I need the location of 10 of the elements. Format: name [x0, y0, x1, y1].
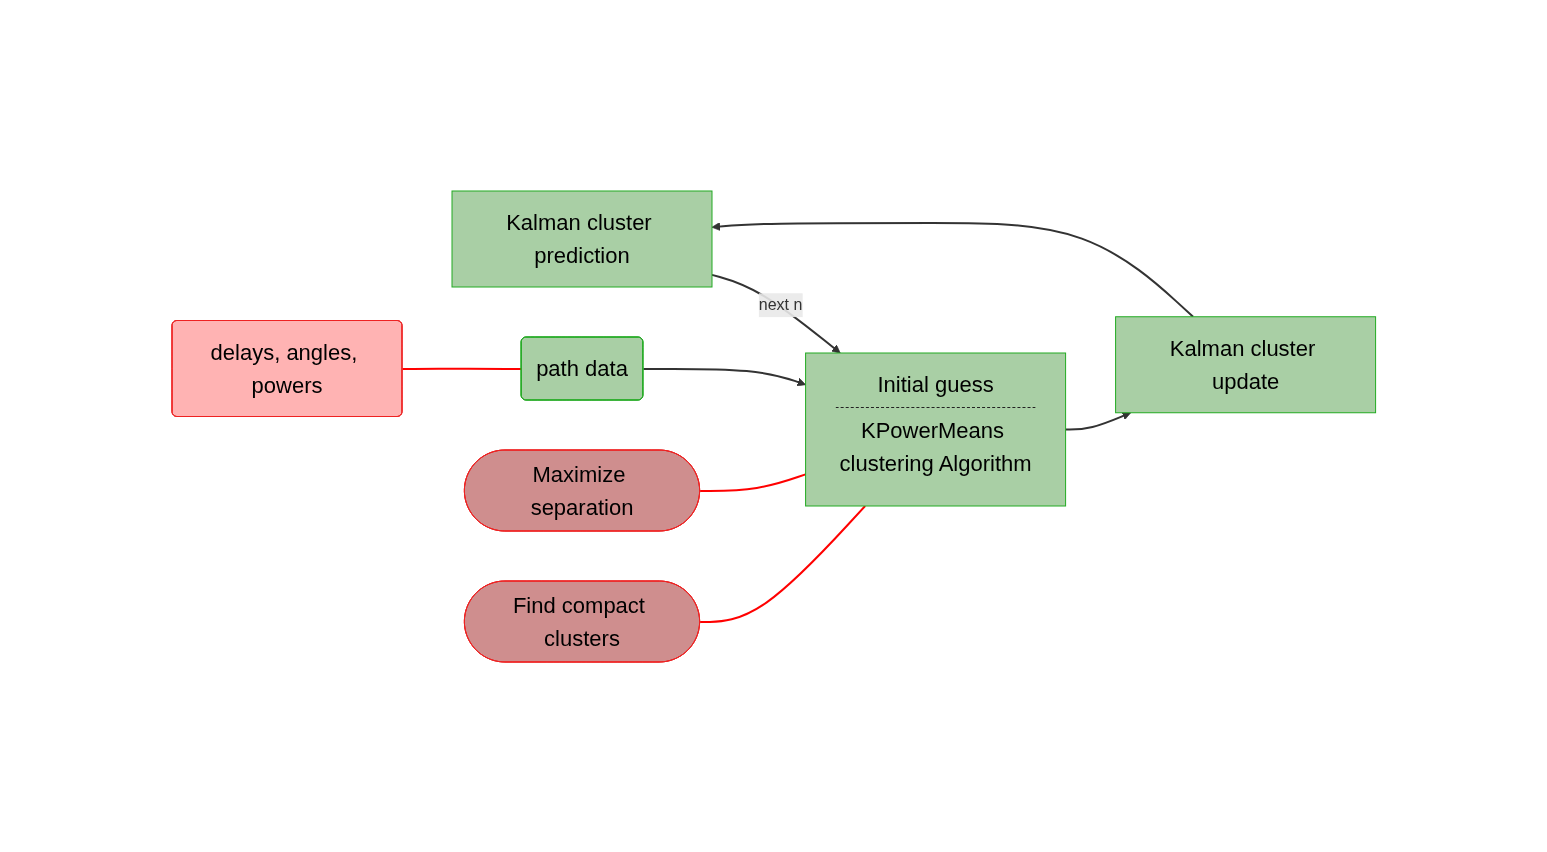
node-box: Kalman cluster update [1114, 315, 1376, 413]
connector [698, 504, 866, 623]
node-box: Initial guess KPowerMeans clustering Algorithm [804, 352, 1066, 506]
arrow [710, 273, 841, 353]
edge-label: next n [758, 295, 803, 313]
arrow [1064, 411, 1131, 430]
node-box: Kalman cluster prediction [451, 190, 713, 287]
connector [698, 472, 807, 492]
arrow [642, 367, 806, 386]
arrow [711, 221, 1194, 318]
